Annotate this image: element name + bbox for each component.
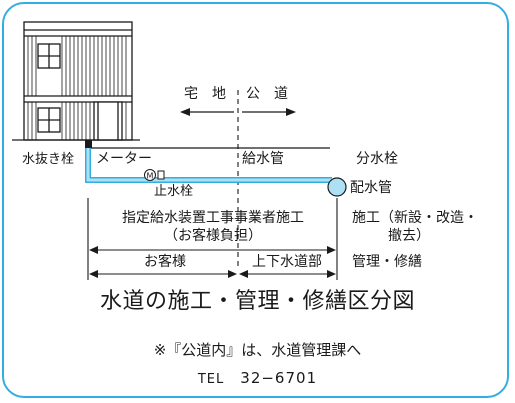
diagram-frame (2, 2, 509, 398)
waterworks-dept-label: 上下水道部 (252, 254, 322, 270)
meter-symbol (144, 169, 156, 181)
contractor-label: 指定給水装置工事事業者施工 (122, 210, 304, 226)
telephone: TEL 32−6701 (0, 368, 515, 390)
dimension-lines (87, 198, 338, 280)
meter-symbol-label: M (147, 172, 154, 181)
distribution-main-label: 配水管 (350, 180, 392, 196)
stop-valve-symbol (157, 170, 165, 180)
contact-note: ※『公道内』は、水道管理課へ (153, 341, 362, 359)
tel-number: 32−6701 (240, 369, 318, 387)
zone-public-label: 公 道 (246, 86, 288, 102)
distribution-main-symbol (327, 177, 347, 197)
house-illustration (12, 21, 140, 141)
tel-prefix: TEL (197, 372, 225, 387)
construction-label-cont: 撤去） (388, 228, 430, 244)
meter-label: メーター (96, 151, 152, 167)
service-pipe-label: 給水管 (242, 151, 284, 167)
diagram-title: 水道の施工・管理・修繕区分図 (99, 289, 415, 314)
zone-arrows (180, 108, 296, 116)
drain-valve-label: 水抜き栓 (22, 152, 75, 167)
drain-valve-marker (85, 140, 92, 148)
branch-valve-label: 分水栓 (356, 151, 398, 167)
contractor-cost-label: （お客様負担） (164, 228, 262, 244)
customer-label: お客様 (144, 254, 186, 270)
construction-label: 施工（新設・改造・ (352, 210, 478, 226)
stop-valve-label: 止水栓 (154, 184, 194, 199)
zone-private-label: 宅 地 (184, 86, 226, 102)
management-label: 管理・修繕 (352, 254, 422, 270)
